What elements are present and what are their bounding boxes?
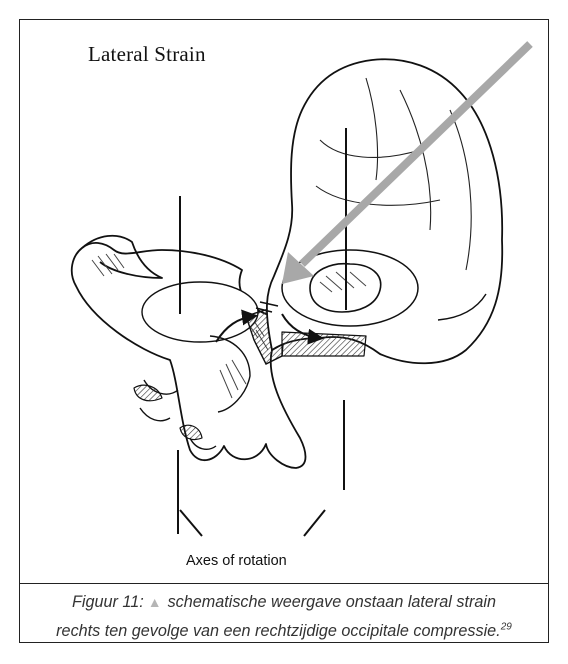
caption-label: Figuur 11:: [72, 593, 144, 611]
occiput-basilar-band: [282, 332, 366, 356]
figure-frame: Lateral Strain Axes of rotation Figuur 1…: [19, 19, 549, 643]
sphenoid-sella: [142, 282, 258, 342]
caption-line-1: Figuur 11:▲ schematische weergave onstaan…: [20, 588, 548, 617]
caption-divider: [20, 583, 548, 584]
triangle-marker-icon: ▲: [148, 594, 162, 610]
axes-of-rotation-label: Axes of rotation: [186, 553, 287, 569]
caption-text-1: schematische weergave onstaan lateral st…: [168, 593, 496, 611]
figure-title: Lateral Strain: [88, 42, 206, 67]
caption-text-2: rechts ten gevolge van een rechtzijdige …: [56, 622, 501, 640]
lateral-strain-illustration: [20, 20, 548, 580]
axes-leader-left: [180, 510, 202, 536]
caption-reference: 29: [501, 622, 512, 633]
caption-line-2: rechts ten gevolge van een rechtzijdige …: [20, 617, 548, 646]
axes-leader-right: [304, 510, 325, 536]
figure-caption: Figuur 11:▲ schematische weergave onstaan…: [20, 588, 548, 646]
